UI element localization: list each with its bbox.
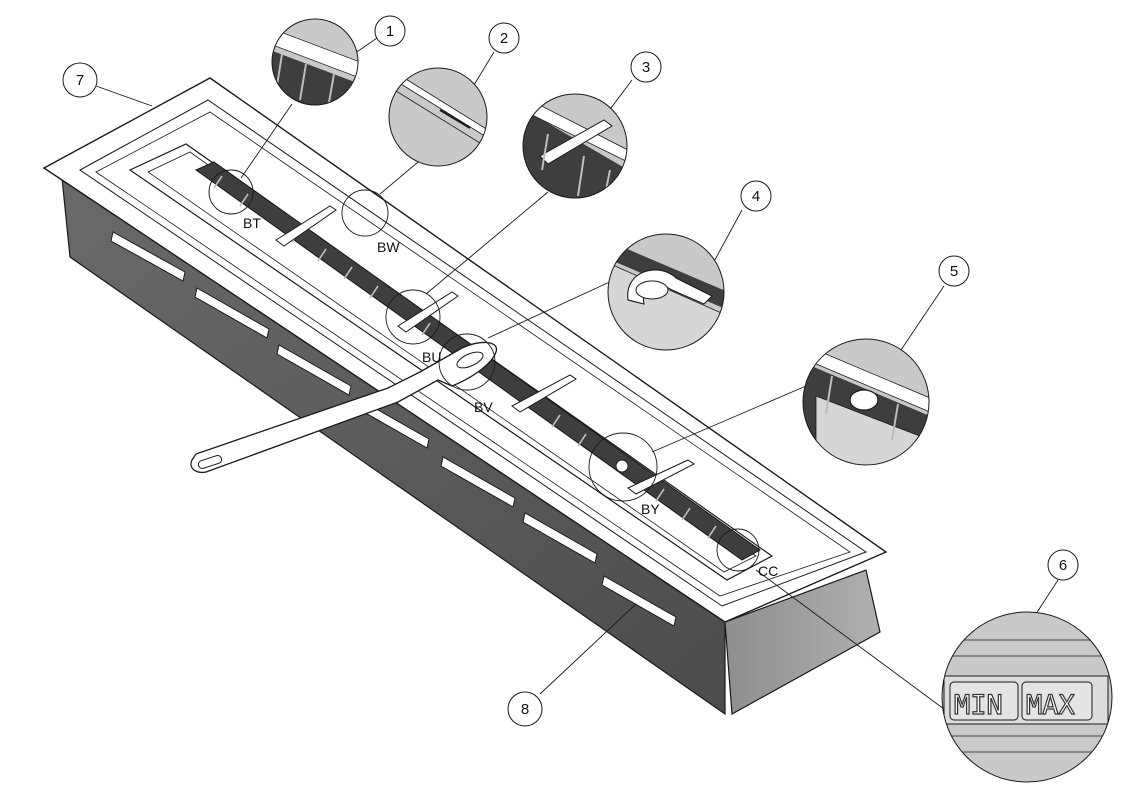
detail-view-1	[271, 18, 359, 106]
tool-handle	[190, 341, 497, 474]
callouts: 1 2 3 4 5 6 7 8	[62, 15, 1079, 727]
callout-2: 2	[488, 22, 520, 54]
view-label-by: BY	[641, 501, 660, 517]
burner-body	[42, 77, 888, 716]
callout-3-label: 3	[642, 59, 650, 76]
leader-callout-8	[539, 603, 637, 695]
leader-view-3	[425, 191, 549, 295]
callout-3: 3	[630, 51, 662, 83]
callout-5: 5	[938, 255, 970, 287]
callout-4-label: 4	[752, 188, 760, 205]
leader-view-6	[755, 569, 949, 713]
detail-view-2	[388, 67, 488, 167]
min-label: MIN	[954, 690, 1003, 721]
fuel-tray-inner	[147, 151, 757, 573]
callout-4: 4	[740, 180, 772, 212]
callout-7-label: 7	[76, 72, 84, 89]
callout-8: 8	[507, 691, 543, 727]
view-marker-bt	[208, 169, 254, 215]
view-markers	[208, 169, 760, 572]
detail-view-5	[802, 338, 930, 466]
level-hole	[615, 459, 629, 473]
callout-7: 7	[62, 62, 98, 98]
extinguisher-tool	[190, 341, 497, 474]
view-label-bu: BU	[422, 349, 441, 365]
callout-2-label: 2	[500, 30, 508, 47]
leader-view-5	[651, 385, 807, 453]
view-label-bv: BV	[474, 399, 493, 415]
leader-view-1	[240, 103, 293, 179]
callout-6-label: 6	[1059, 557, 1067, 574]
max-label: MAX	[1026, 690, 1075, 721]
view-marker-bw	[341, 189, 389, 237]
callout-1: 1	[374, 15, 406, 47]
top-frame-bevel	[95, 111, 851, 597]
ventilation-slots	[110, 231, 677, 627]
tool-hook-opening	[456, 351, 484, 369]
view-marker-cc	[716, 528, 760, 572]
end-side-wall	[724, 569, 881, 715]
view-label-bt: BT	[243, 215, 261, 231]
tool-grip-slot	[197, 455, 223, 469]
callout-5-label: 5	[950, 263, 958, 280]
view-marker-by	[588, 432, 658, 502]
view-labels: BT BW BU BV BY CC	[243, 215, 778, 579]
detail-view-3	[522, 93, 628, 199]
leader-view-4	[487, 279, 615, 339]
callout-6: 6	[1047, 549, 1079, 581]
view-marker-bv	[438, 333, 496, 391]
leader-callout-7	[95, 85, 153, 107]
callout-8-label: 8	[521, 701, 529, 718]
callout-1-label: 1	[386, 23, 394, 40]
detail-view-4	[607, 233, 725, 351]
detail-view-6: MIN MAX	[941, 611, 1113, 783]
cross-bars	[275, 205, 695, 495]
view-marker-bu	[385, 289, 441, 345]
view-label-bw: BW	[377, 239, 400, 255]
view-label-cc: CC	[758, 563, 778, 579]
